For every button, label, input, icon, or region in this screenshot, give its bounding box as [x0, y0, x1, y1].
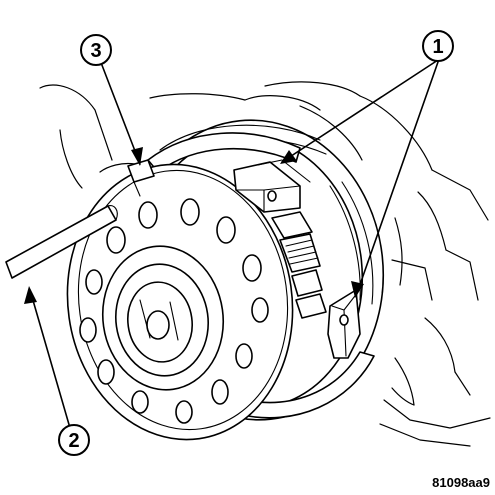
callout-label-2: 2	[68, 430, 79, 452]
engine-housing-background	[39, 81, 491, 447]
arrowhead-item-3	[131, 147, 143, 166]
arrowheads	[24, 147, 364, 304]
upper-band-bracket	[233, 159, 311, 213]
flywheel	[66, 163, 294, 441]
leader-lines	[29, 59, 439, 429]
arrowhead-item-1-lower	[351, 281, 364, 298]
arrowhead-item-2	[24, 286, 37, 304]
band-adjuster	[271, 211, 327, 319]
callout-2: 2	[58, 424, 90, 456]
figure-code: 81098aa9	[432, 475, 490, 490]
adjuster-threads	[285, 239, 319, 265]
callout-label-3: 3	[90, 40, 101, 62]
pry-rod	[5, 205, 118, 279]
flywheel-bolt-holes	[79, 198, 269, 424]
callout-label-1: 1	[432, 36, 443, 58]
arrowhead-item-1-upper	[280, 150, 297, 164]
callout-1: 1	[422, 30, 454, 62]
band-anchor	[127, 159, 155, 197]
callout-3: 3	[80, 34, 112, 66]
